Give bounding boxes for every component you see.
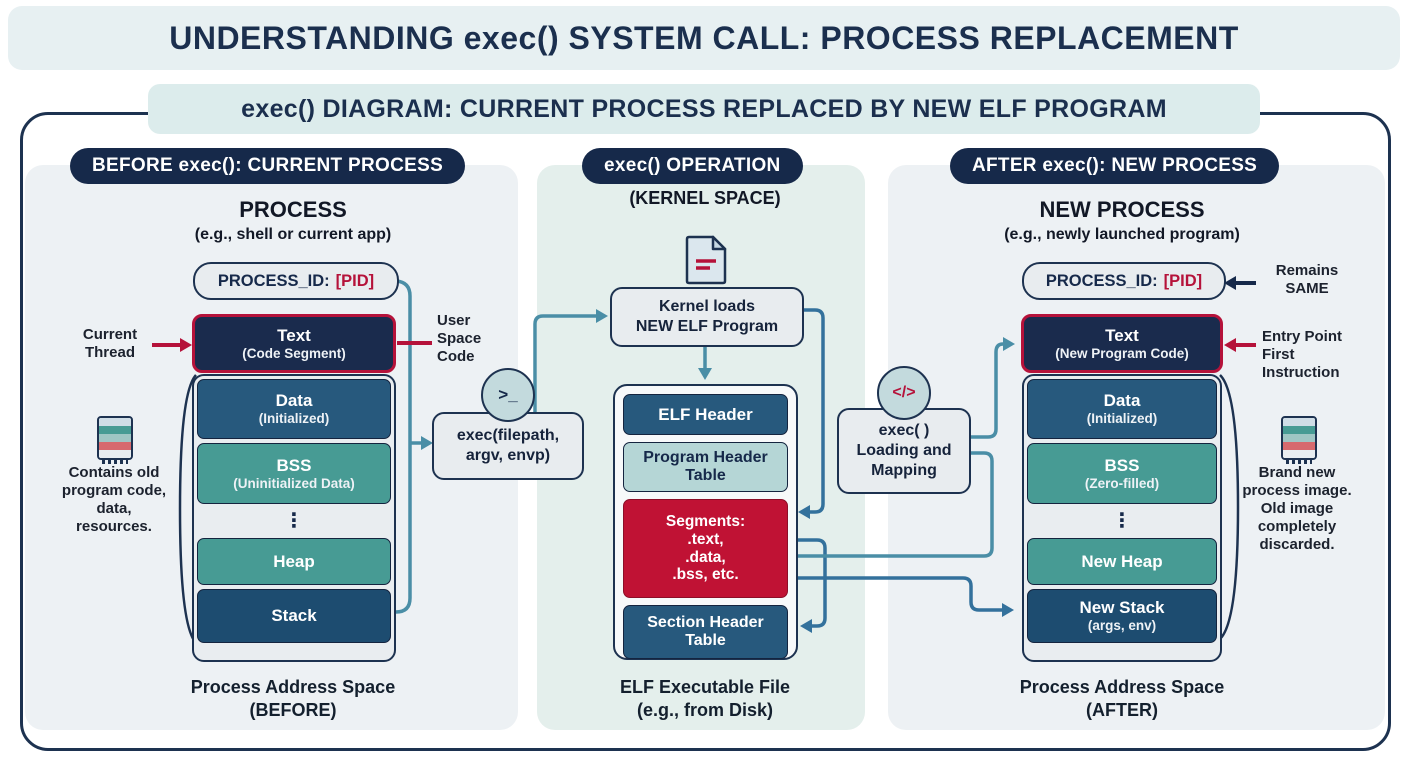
kernel-space-label: (KERNEL SPACE): [629, 188, 781, 208]
elf-section-sht: Section Header Table: [623, 605, 788, 659]
operation-caption: ELF Executable File (e.g., from Disk): [619, 677, 791, 720]
terminal-icon: >_: [481, 368, 535, 422]
operation-header-label: exec() OPERATION: [604, 155, 781, 176]
operation-header-pill: exec() OPERATION: [582, 148, 803, 184]
after-text-segment: Text (New Program Code): [1021, 314, 1223, 373]
after-header-pill: AFTER exec(): NEW PROCESS: [950, 148, 1280, 184]
after-caption: Process Address Space (AFTER): [1019, 677, 1225, 720]
elf-section-elfheader: ELF Header: [623, 394, 788, 435]
diagram-subtitle-banner: exec() DIAGRAM: CURRENT PROCESS REPLACED…: [148, 84, 1260, 134]
memory-segment-new-stack: New Stack(args, env): [1027, 589, 1217, 643]
after-process-subtitle: (e.g., newly launched program): [1004, 226, 1240, 243]
entry-point-label: Entry Point First Instruction: [1262, 328, 1343, 381]
exec-call-box: exec(filepath, argv, envp): [432, 412, 584, 480]
main-title: UNDERSTANDING exec() SYSTEM CALL: PROCES…: [169, 19, 1239, 56]
before-header-label: BEFORE exec(): CURRENT PROCESS: [92, 155, 444, 176]
loading-mapping-box: exec( ) Loading and Mapping: [837, 408, 971, 494]
before-pid-value: [PID]: [335, 271, 375, 290]
before-pid-label: PROCESS_ID:: [217, 271, 330, 290]
elf-section-segments: Segments: .text, .data, .bss, etc.: [623, 499, 788, 598]
current-thread-label: Current Thread: [82, 326, 138, 361]
memory-segment-dots: ⋮: [1112, 510, 1132, 532]
memory-segment-data: Data(Initialized): [197, 379, 391, 439]
after-process-title: NEW PROCESS: [1039, 197, 1205, 222]
before-header-pill: BEFORE exec(): CURRENT PROCESS: [70, 148, 466, 184]
before-process-title: PROCESS: [239, 197, 347, 222]
after-text-segment-sub: (New Program Code): [1055, 345, 1189, 361]
elf-file-icon: [683, 234, 729, 291]
elf-section-pht: Program Header Table: [623, 442, 788, 492]
code-icon: </>: [877, 366, 931, 420]
after-pid-pill: PROCESS_ID: [PID]: [1022, 262, 1226, 300]
memory-segment-data: Data(Initialized): [1027, 379, 1217, 439]
before-pid-pill: PROCESS_ID: [PID]: [193, 262, 399, 300]
after-header-label: AFTER exec(): NEW PROCESS: [972, 155, 1258, 176]
memory-segment-dots: ⋮: [284, 510, 304, 532]
before-text-segment-label: Text: [277, 325, 311, 345]
memory-segment-heap: Heap: [197, 538, 391, 585]
after-stack: Data(Initialized)BSS(Zero-filled) ⋮ New He…: [1022, 374, 1222, 662]
before-note: Contains old program code, data, resourc…: [61, 464, 167, 535]
new-memory-icon: [1281, 416, 1317, 464]
memory-segment-new-heap: New Heap: [1027, 538, 1217, 585]
after-note: Brand new process image. Old image compl…: [1242, 464, 1352, 553]
main-title-banner: UNDERSTANDING exec() SYSTEM CALL: PROCES…: [8, 6, 1400, 70]
before-stack: Data(Initialized)BSS(Uninitialized Data)…: [192, 374, 396, 662]
memory-segment-bss: BSS(Zero-filled): [1027, 443, 1217, 504]
memory-segment-bss: BSS(Uninitialized Data): [197, 443, 391, 504]
old-memory-icon: [97, 416, 133, 464]
after-pid-value: [PID]: [1163, 271, 1203, 290]
user-space-code-label: User Space Code: [437, 312, 482, 365]
remains-same-label: Remains SAME: [1275, 262, 1339, 297]
before-text-segment: Text (Code Segment): [192, 314, 396, 373]
memory-segment-stack: Stack: [197, 589, 391, 643]
diagram-subtitle: exec() DIAGRAM: CURRENT PROCESS REPLACED…: [241, 94, 1167, 123]
kernel-loads-box: Kernel loads NEW ELF Program: [610, 287, 804, 347]
before-process-subtitle: (e.g., shell or current app): [194, 226, 392, 243]
after-text-segment-label: Text: [1105, 325, 1139, 345]
after-pid-label: PROCESS_ID:: [1045, 271, 1158, 290]
before-text-segment-sub: (Code Segment): [242, 345, 346, 361]
before-caption: Process Address Space (BEFORE): [190, 677, 396, 720]
